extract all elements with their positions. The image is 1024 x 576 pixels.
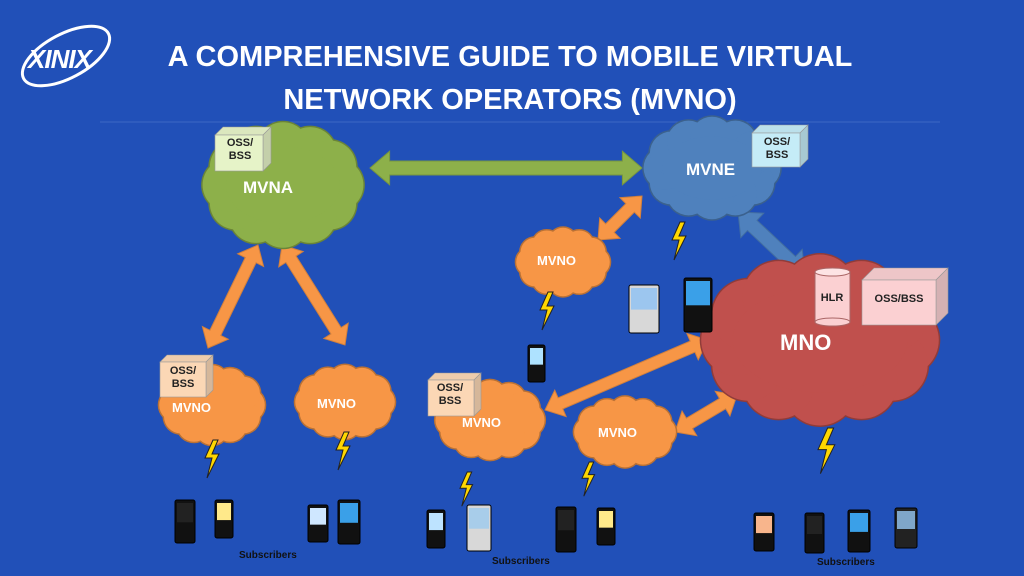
- mno-label: MNO: [780, 330, 832, 355]
- subscribers-label: Subscribers: [817, 557, 875, 568]
- mobile-phone-icon: [753, 512, 775, 552]
- lightning-bolt-icon: [204, 439, 220, 479]
- mvno-label: MVNO: [317, 396, 356, 411]
- mobile-phone-icon: [214, 499, 234, 539]
- mvne-oss-bss-box: [751, 124, 809, 168]
- mvne-cloud: [642, 115, 782, 221]
- mno-oss-bss-label: OSS/BSS: [874, 293, 924, 305]
- mobile-phone-icon: [555, 506, 577, 553]
- logo-ellipse-icon: [20, 24, 112, 88]
- lightning-bolt-icon: [817, 427, 836, 474]
- mobile-phone-icon: [804, 512, 825, 554]
- title-line-2: NETWORK OPERATORS (MVNO): [283, 84, 737, 116]
- mobile-phone-icon: [596, 507, 616, 546]
- mobile-phone-icon: [527, 344, 546, 383]
- lightning-bolt-icon: [671, 221, 687, 261]
- mvne-label: MVNE: [686, 160, 736, 179]
- lightning-bolt-icon: [539, 291, 555, 331]
- mobile-phone-icon: [847, 509, 871, 553]
- mvno-label: MVNO: [462, 415, 501, 430]
- mvno-label: MVNO: [537, 253, 576, 268]
- mobile-phone-icon: [628, 284, 660, 334]
- mvna-label: MVNA: [243, 178, 294, 197]
- mvno-label: MVNO: [598, 425, 637, 440]
- mobile-phone-icon: [174, 499, 196, 544]
- mobile-phone-icon: [307, 504, 329, 543]
- mobile-phone-icon: [894, 507, 918, 549]
- mvna-mvno-arrow: [201, 244, 265, 349]
- mobile-phone-icon: [426, 509, 446, 549]
- subscribers-label: Subscribers: [239, 550, 297, 561]
- mvna-mvno-arrow: [278, 244, 349, 346]
- mvna-oss-bss-box: [214, 126, 272, 172]
- lightning-bolt-icon: [459, 471, 474, 507]
- mobile-phone-icon: [683, 277, 713, 333]
- lightning-bolt-icon: [335, 431, 351, 471]
- mobile-phone-icon: [337, 499, 361, 545]
- mvno-mvne-arrow: [597, 195, 643, 241]
- mvna-mvne-arrow: [369, 150, 643, 186]
- oss-bss-box-label: OSS/ BSS: [763, 136, 791, 161]
- hlr-label: HLR: [820, 292, 844, 304]
- mobile-phone-icon: [466, 504, 492, 552]
- oss-bss-box-label: OSS/ BSS: [436, 382, 464, 407]
- lightning-bolt-icon: [581, 461, 596, 497]
- oss-bss-box-label: OSS/ BSS: [226, 137, 254, 162]
- mvno-cloud: [514, 226, 612, 298]
- mno-oss-bss-box: [861, 267, 949, 326]
- mvno-oss-bss-box: [159, 354, 214, 398]
- mvno-label: MVNO: [172, 400, 211, 415]
- hlr-cylinder-icon: [814, 267, 851, 327]
- mvno-cloud: [293, 363, 397, 441]
- mvno-oss-bss-box: [427, 372, 482, 417]
- oss-bss-box-label: OSS/ BSS: [169, 365, 197, 390]
- title-line-1: A COMPREHENSIVE GUIDE TO MOBILE VIRTUAL: [167, 41, 853, 73]
- subscribers-label: Subscribers: [492, 556, 550, 567]
- mvno-cloud: [572, 395, 678, 469]
- logo-text: XINIX: [28, 44, 92, 74]
